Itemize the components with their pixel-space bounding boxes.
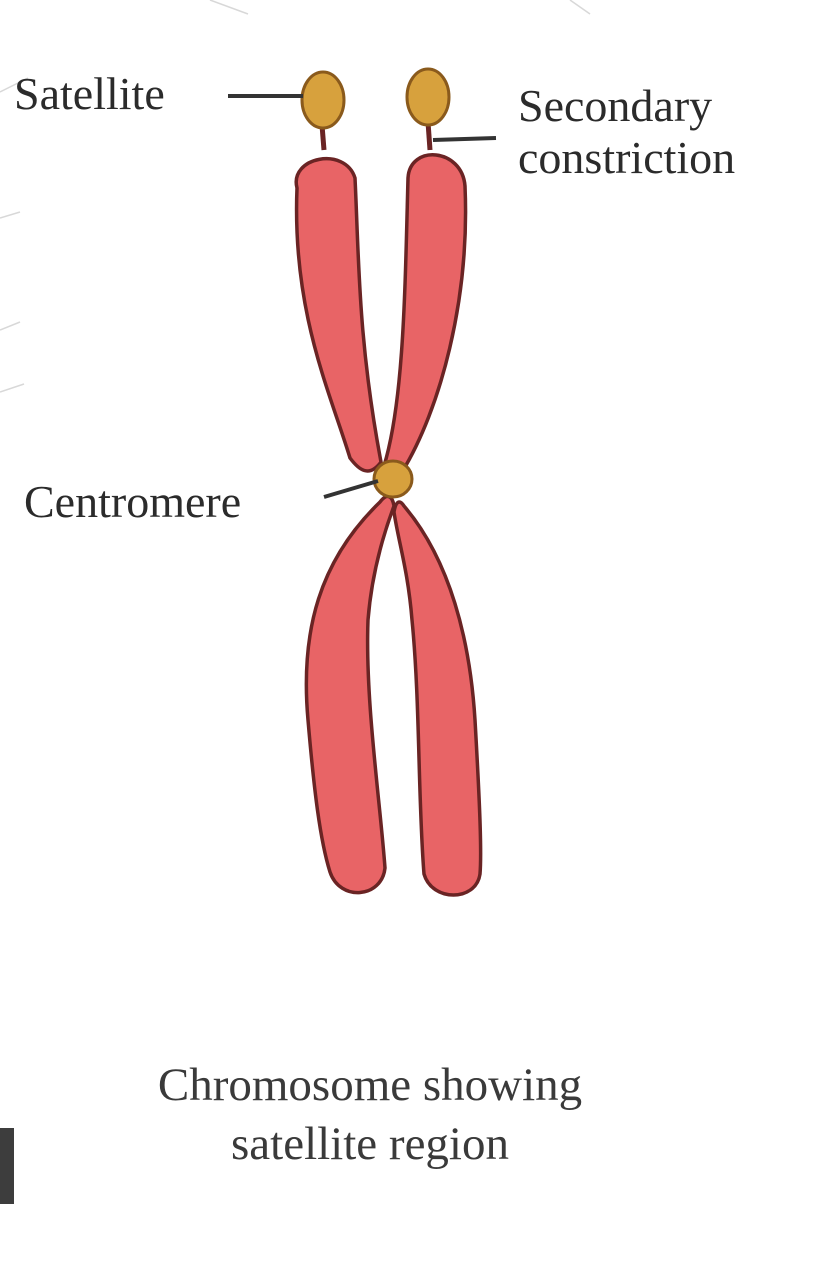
secondary-constriction-leader-line xyxy=(433,138,496,140)
dark-corner-fragment xyxy=(0,1128,14,1204)
centromere-knob xyxy=(374,461,412,497)
secondary-constriction-label: Secondary constriction xyxy=(518,80,735,183)
left-satellite xyxy=(302,72,344,128)
lower-left-chromatid xyxy=(306,496,394,892)
caption-line1: Chromosome showing xyxy=(0,1056,740,1115)
centromere-label: Centromere xyxy=(24,476,241,528)
upper-right-chromatid xyxy=(384,155,466,475)
right-satellite xyxy=(407,69,449,125)
centromere-leader-line xyxy=(324,481,378,497)
upper-left-chromatid xyxy=(296,159,381,471)
lower-right-chromatid xyxy=(394,502,481,895)
secondary-constriction-label-line1: Secondary xyxy=(518,80,735,132)
figure-caption: Chromosome showing satellite region xyxy=(0,1056,740,1174)
secondary-constriction-label-line2: constriction xyxy=(518,132,735,184)
caption-line2: satellite region xyxy=(0,1115,740,1174)
satellite-label: Satellite xyxy=(14,68,165,120)
